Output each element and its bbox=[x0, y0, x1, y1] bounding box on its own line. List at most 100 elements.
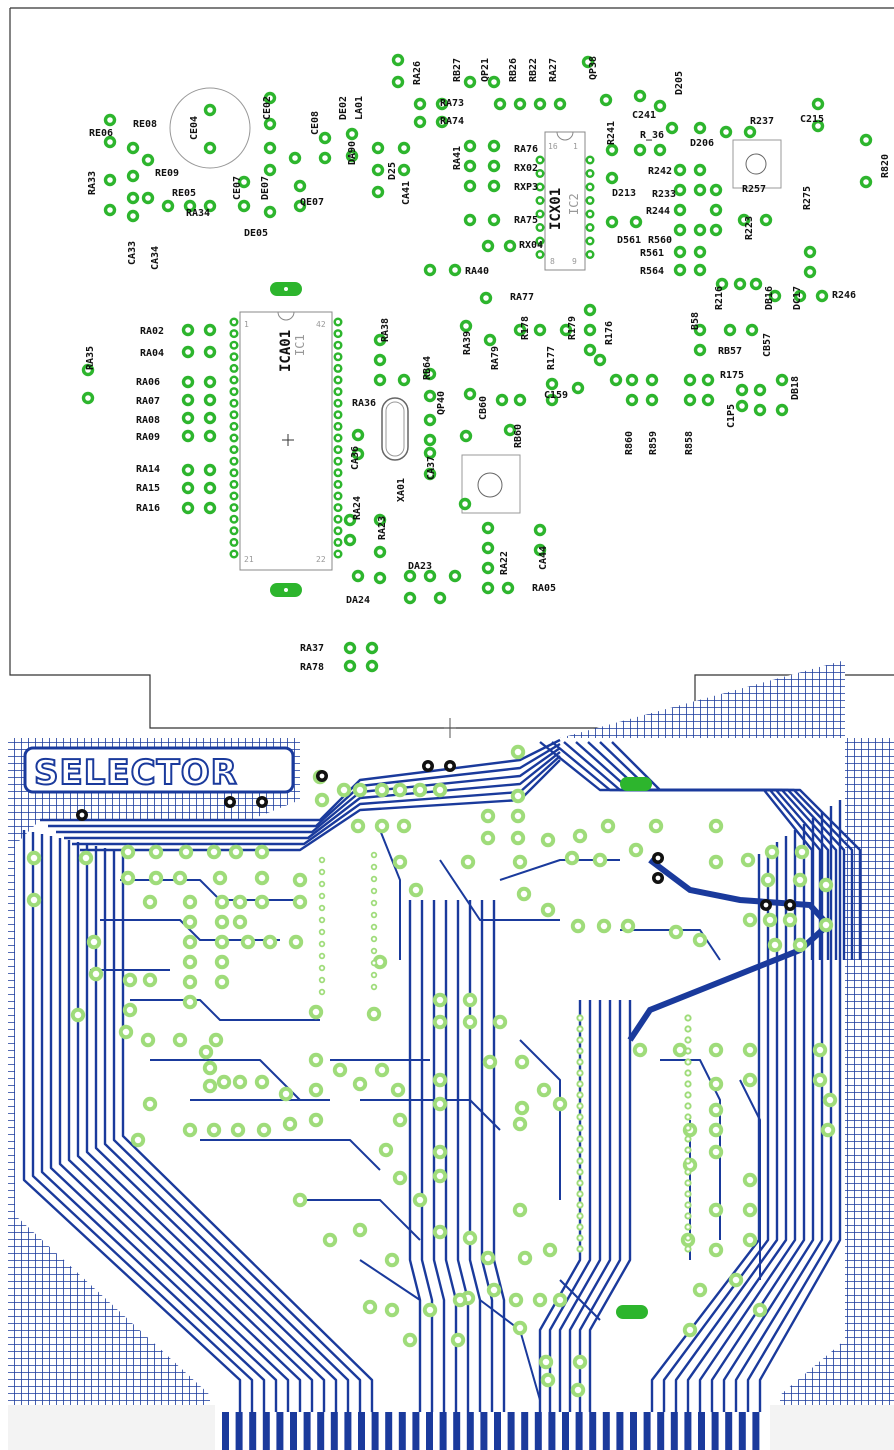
ref-label-ra26: RA26 bbox=[412, 61, 423, 85]
pad-hole bbox=[454, 1336, 462, 1344]
connector-finger bbox=[521, 1412, 529, 1450]
pad-hole bbox=[231, 447, 237, 452]
pad-hole bbox=[396, 1116, 404, 1124]
ref-label-r560: R560 bbox=[648, 235, 672, 246]
connector-finger bbox=[534, 1412, 542, 1450]
trace bbox=[588, 1000, 632, 1412]
pad-hole bbox=[145, 157, 151, 163]
pad-hole bbox=[394, 1086, 402, 1094]
ref-label-rb22: RB22 bbox=[528, 58, 539, 82]
pad-hole bbox=[130, 145, 136, 151]
pad-hole bbox=[182, 848, 190, 856]
pad-hole bbox=[30, 854, 38, 862]
trace bbox=[150, 1059, 301, 1101]
pad-hole bbox=[609, 147, 615, 153]
ref-label-d213: D213 bbox=[612, 188, 636, 199]
copper-traces bbox=[22, 738, 862, 1412]
pad-hole bbox=[816, 1046, 824, 1054]
pad-hole bbox=[267, 145, 273, 151]
connector-finger bbox=[235, 1412, 243, 1450]
pad-hole bbox=[152, 848, 160, 856]
pad-hole bbox=[258, 848, 266, 856]
pad-hole bbox=[686, 1104, 690, 1108]
pad-hole bbox=[824, 1126, 832, 1134]
pad-hole bbox=[484, 812, 492, 820]
pad-hole bbox=[507, 243, 513, 249]
trace bbox=[85, 844, 326, 1412]
ref-label-ra33: RA33 bbox=[87, 171, 98, 195]
crystal-xa01: XA01 bbox=[381, 397, 409, 502]
pad-hole bbox=[335, 343, 341, 348]
ic2-pin9: 9 bbox=[572, 257, 577, 266]
ref-label-qp38: QP38 bbox=[588, 56, 599, 80]
pad-hole bbox=[556, 1296, 564, 1304]
pad-hole bbox=[568, 854, 576, 862]
trace bbox=[650, 854, 761, 1412]
component-side-view: ICA01 IC1 1 42 21 22 ICX01 IC2 1 16 8 9 … bbox=[9, 7, 894, 738]
pad-hole bbox=[587, 198, 593, 203]
connector-finger bbox=[303, 1412, 311, 1450]
pad-hole bbox=[312, 1008, 320, 1016]
connector-finger bbox=[494, 1412, 501, 1450]
pad-hole bbox=[546, 1246, 554, 1254]
pad-hole bbox=[518, 1058, 526, 1066]
trace bbox=[420, 900, 434, 1412]
ref-label-ra23: RA23 bbox=[377, 516, 388, 540]
pad-hole bbox=[697, 267, 703, 273]
ref-label-r257: R257 bbox=[742, 184, 766, 195]
pad-hole bbox=[467, 391, 473, 397]
pad-hole bbox=[712, 1080, 720, 1088]
pad-hole bbox=[649, 377, 655, 383]
ref-label-ra08: RA08 bbox=[136, 415, 160, 426]
connector-finger bbox=[684, 1412, 692, 1450]
pad-hole bbox=[266, 938, 274, 946]
pad-hole bbox=[537, 327, 543, 333]
pad-hole bbox=[578, 1247, 582, 1251]
pad-hole bbox=[85, 367, 91, 373]
trace bbox=[103, 848, 350, 1412]
pad-hole bbox=[686, 1192, 690, 1196]
ref-label-r176: R176 bbox=[604, 321, 615, 345]
pad-hole bbox=[686, 1126, 690, 1130]
connector-finger bbox=[249, 1412, 257, 1450]
pad-hole bbox=[340, 786, 348, 794]
ref-label-re09: RE09 bbox=[155, 168, 179, 179]
pad-hole bbox=[467, 143, 473, 149]
pad-hole bbox=[377, 575, 383, 581]
pad-hole bbox=[686, 1247, 690, 1251]
trace bbox=[72, 755, 561, 846]
pad-hole bbox=[747, 129, 753, 135]
pad-hole bbox=[439, 101, 445, 107]
pad-hole bbox=[231, 366, 237, 371]
pad-hole bbox=[356, 786, 364, 794]
pad-hole bbox=[126, 1006, 134, 1014]
ref-label-ra73: RA73 bbox=[440, 98, 464, 109]
pad-hole bbox=[491, 163, 497, 169]
pad-hole bbox=[544, 1376, 552, 1384]
ref-label-b58: B58 bbox=[690, 312, 701, 330]
pad-hole bbox=[436, 1018, 444, 1026]
ref-label-rx04: RX04 bbox=[519, 240, 543, 251]
pad-hole bbox=[712, 1246, 720, 1254]
trace bbox=[468, 900, 482, 1412]
pad-hole bbox=[542, 1358, 550, 1366]
pad-hole bbox=[677, 267, 683, 273]
pad-hole bbox=[713, 227, 719, 233]
pad-hole bbox=[585, 59, 591, 65]
pad-hole bbox=[687, 397, 693, 403]
ic2-type: IC2 bbox=[567, 193, 581, 215]
pad-hole bbox=[335, 447, 341, 452]
ref-label-da90: DA90 bbox=[347, 141, 358, 165]
pad-hole bbox=[744, 856, 752, 864]
ic2-ref: ICX01 bbox=[548, 188, 564, 230]
trace bbox=[758, 800, 842, 1412]
ref-label-r820: R820 bbox=[880, 154, 891, 178]
trace bbox=[359, 1259, 421, 1380]
ref-label-r177: R177 bbox=[546, 346, 557, 370]
pad-hole bbox=[85, 395, 91, 401]
pad-hole bbox=[697, 227, 703, 233]
pad-hole bbox=[185, 467, 191, 473]
pad-hole bbox=[401, 145, 407, 151]
via-hole bbox=[79, 812, 85, 818]
